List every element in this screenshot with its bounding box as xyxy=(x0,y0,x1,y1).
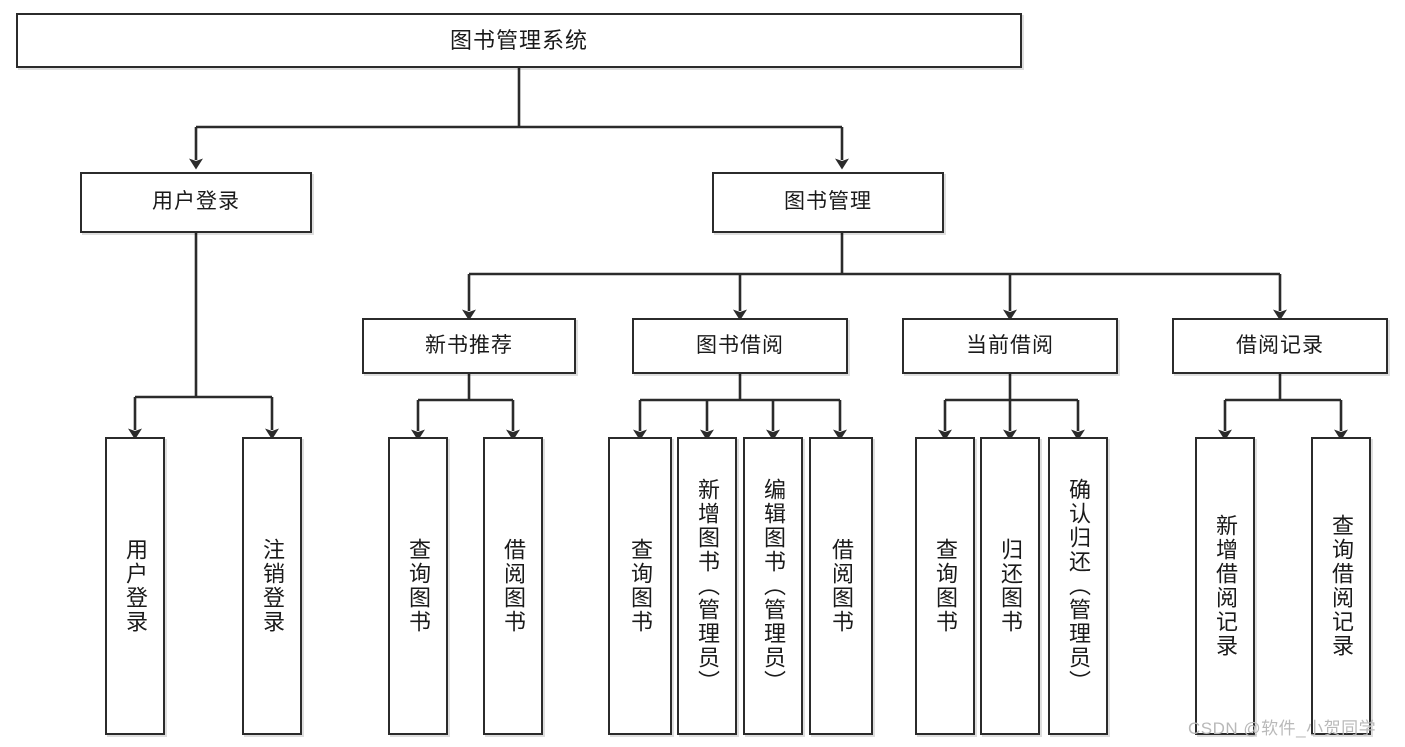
node-label: 借阅图书 xyxy=(500,538,526,634)
node-label: 确认归还（管理员） xyxy=(1065,478,1091,694)
node-label: 新书推荐 xyxy=(425,333,513,357)
node-label: 新增借阅记录 xyxy=(1212,514,1238,658)
node-borrow-record[interactable]: 借阅记录 xyxy=(1172,318,1388,374)
node-label: 当前借阅 xyxy=(966,333,1054,357)
leaf-query-book-1[interactable]: 查询图书 xyxy=(388,437,448,735)
node-label: 图书管理 xyxy=(784,190,872,214)
node-label: 查询图书 xyxy=(627,538,653,634)
node-label: 编辑图书（管理员） xyxy=(760,478,786,694)
node-label: 注销登录 xyxy=(259,538,285,634)
node-label: 查询图书 xyxy=(405,538,431,634)
leaf-query-book-2[interactable]: 查询图书 xyxy=(608,437,672,735)
node-root-book-management-system[interactable]: 图书管理系统 xyxy=(16,13,1022,68)
node-book-manage[interactable]: 图书管理 xyxy=(712,172,944,233)
leaf-user-login[interactable]: 用户登录 xyxy=(105,437,165,735)
node-label: 用户登录 xyxy=(152,190,240,214)
node-label: 新增图书（管理员） xyxy=(694,478,720,694)
node-label: 查询借阅记录 xyxy=(1328,514,1354,658)
node-label: 查询图书 xyxy=(932,538,958,634)
leaf-borrow-book-1[interactable]: 借阅图书 xyxy=(483,437,543,735)
leaf-add-book[interactable]: 新增图书（管理员） xyxy=(677,437,737,735)
leaf-add-record[interactable]: 新增借阅记录 xyxy=(1195,437,1255,735)
node-label: 归还图书 xyxy=(997,538,1023,634)
leaf-edit-book[interactable]: 编辑图书（管理员） xyxy=(743,437,803,735)
leaf-confirm-return[interactable]: 确认归还（管理员） xyxy=(1048,437,1108,735)
node-label: 借阅图书 xyxy=(828,538,854,634)
node-label: 图书管理系统 xyxy=(449,27,588,53)
node-label: 图书借阅 xyxy=(696,333,784,357)
node-user-login[interactable]: 用户登录 xyxy=(80,172,312,233)
node-new-book-recommend[interactable]: 新书推荐 xyxy=(362,318,576,374)
leaf-query-book-3[interactable]: 查询图书 xyxy=(915,437,975,735)
leaf-return-book[interactable]: 归还图书 xyxy=(980,437,1040,735)
node-book-borrow[interactable]: 图书借阅 xyxy=(632,318,848,374)
node-label: 用户登录 xyxy=(122,538,148,634)
leaf-query-record[interactable]: 查询借阅记录 xyxy=(1311,437,1371,735)
leaf-borrow-book-2[interactable]: 借阅图书 xyxy=(809,437,873,735)
node-label: 借阅记录 xyxy=(1236,333,1324,357)
leaf-logout[interactable]: 注销登录 xyxy=(242,437,302,735)
node-current-borrow[interactable]: 当前借阅 xyxy=(902,318,1118,374)
